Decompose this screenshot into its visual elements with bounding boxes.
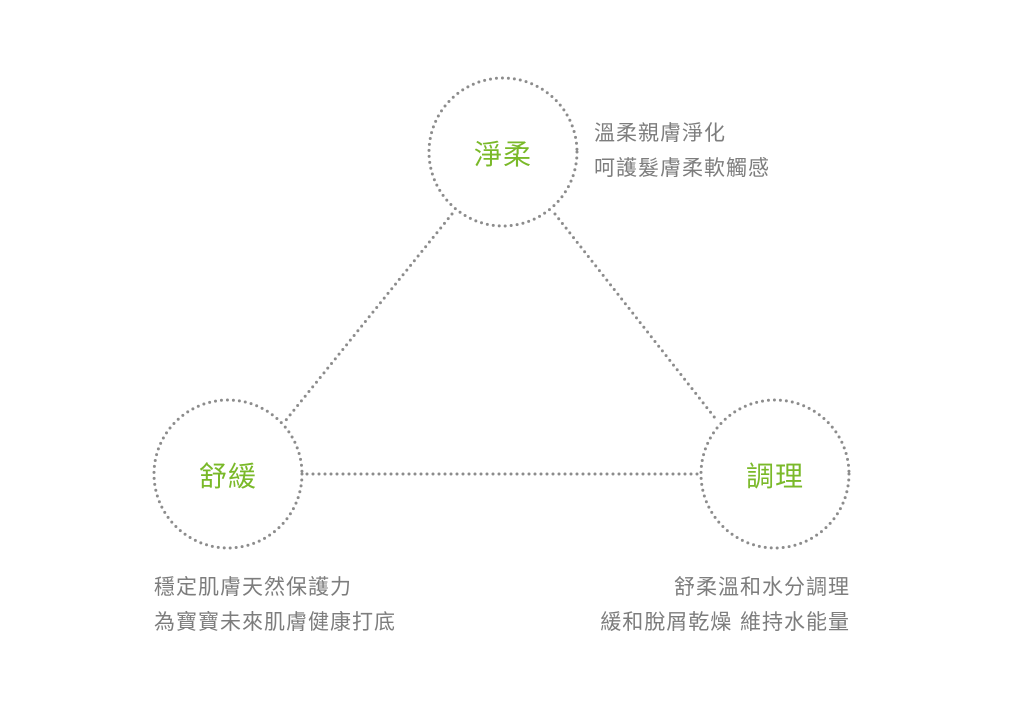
description-left: 穩定肌膚天然保護力 為寶寶未來肌膚健康打底 xyxy=(154,570,396,640)
node-circle-top xyxy=(427,76,579,228)
node-label-left: 舒緩 xyxy=(198,460,257,493)
description-left-line-1: 穩定肌膚天然保護力 xyxy=(154,575,352,599)
node-label-top: 淨柔 xyxy=(473,138,532,171)
description-top-line-1: 溫柔親膚淨化 xyxy=(594,121,726,145)
node-circle-right xyxy=(699,398,851,550)
description-left-line-2: 為寶寶未來肌膚健康打底 xyxy=(154,610,396,634)
connector-top-right xyxy=(553,212,717,420)
description-top-line-2: 呵護髮膚柔軟觸感 xyxy=(594,156,770,180)
description-top: 溫柔親膚淨化 呵護髮膚柔軟觸感 xyxy=(594,116,770,186)
description-right: 舒柔溫和水分調理 緩和脫屑乾燥 維持水能量 xyxy=(600,570,850,640)
node-label-right: 調理 xyxy=(745,460,804,493)
description-right-line-1: 舒柔溫和水分調理 xyxy=(674,575,850,599)
node-circle-left xyxy=(152,398,304,550)
connector-top-left xyxy=(284,212,454,422)
description-right-line-2: 緩和脫屑乾燥 維持水能量 xyxy=(600,610,850,634)
